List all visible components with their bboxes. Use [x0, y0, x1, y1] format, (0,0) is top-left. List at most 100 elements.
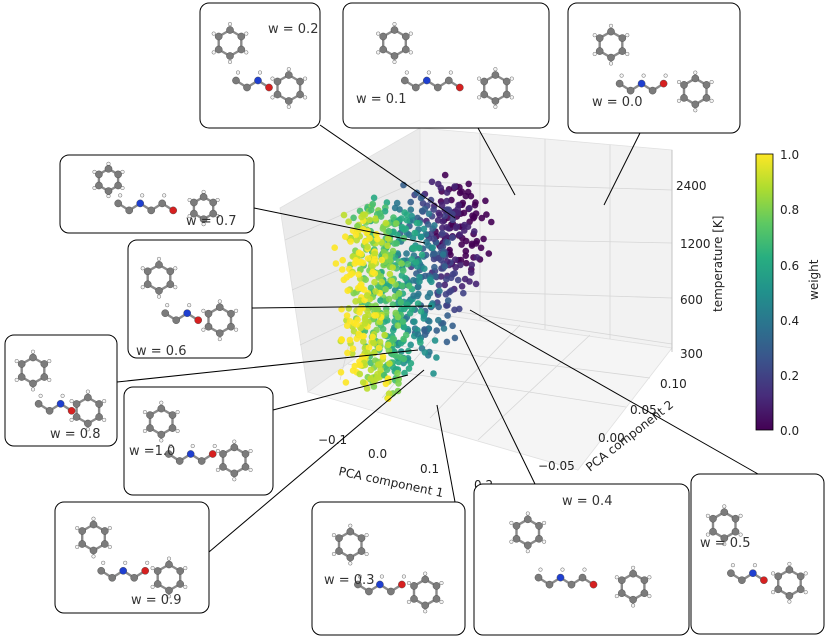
scatter-point: [342, 379, 350, 386]
scatter-point: [395, 290, 403, 297]
atom: [125, 206, 133, 215]
atom: [448, 70, 453, 75]
scatter-point: [416, 273, 423, 281]
colorbar-tick: 0.0: [780, 424, 799, 438]
scatter-point: [388, 277, 396, 285]
scatter-point: [451, 334, 459, 342]
leader-line: [603, 132, 641, 206]
atom: [211, 50, 216, 55]
atom: [84, 419, 92, 428]
atom: [153, 580, 162, 588]
scatter-point: [413, 219, 421, 227]
scatter-point: [458, 188, 466, 195]
atom: [161, 309, 169, 318]
atom: [609, 61, 614, 66]
atom: [146, 424, 154, 432]
scatter-point: [444, 297, 452, 304]
atom: [421, 575, 430, 584]
scatter-point: [346, 336, 354, 344]
atom: [346, 553, 355, 562]
atom: [410, 582, 418, 590]
atom: [142, 429, 147, 434]
atom: [209, 198, 217, 207]
atom: [95, 181, 103, 190]
atom: [157, 430, 166, 439]
leader-line: [253, 207, 426, 244]
atom: [38, 393, 43, 398]
atom: [421, 601, 430, 610]
atom: [534, 573, 543, 582]
atom: [480, 90, 489, 99]
atom: [677, 79, 682, 84]
atom: [303, 76, 308, 81]
annotation-frame: [123, 386, 274, 496]
scatter-point: [382, 219, 390, 227]
scatter-point: [468, 261, 476, 269]
atom: [631, 603, 636, 608]
scatter-point: [430, 370, 437, 377]
atom: [169, 206, 177, 215]
scatter-point: [392, 309, 400, 317]
scatter-point: [378, 256, 386, 264]
scatter-point: [364, 255, 372, 262]
scatter-point: [369, 333, 377, 341]
atom: [47, 377, 52, 382]
atom: [104, 164, 113, 173]
atom: [796, 572, 805, 581]
atom: [803, 590, 808, 595]
atom: [156, 294, 161, 299]
atom: [29, 353, 37, 362]
atom: [625, 33, 630, 38]
scatter-point: [351, 362, 359, 370]
scatter-point: [461, 275, 469, 283]
scatter-point: [431, 337, 439, 344]
atom: [101, 560, 106, 565]
scatter-point: [429, 244, 437, 251]
atom: [173, 285, 178, 290]
atom: [709, 514, 717, 523]
atom: [215, 449, 220, 454]
atom: [738, 576, 746, 585]
atom: [162, 193, 167, 198]
atom: [40, 360, 49, 368]
atom: [190, 198, 198, 207]
atom: [75, 544, 80, 549]
scatter-point: [416, 244, 423, 252]
atom: [618, 34, 627, 42]
scatter-point: [364, 243, 371, 250]
scatter-point: [359, 353, 366, 361]
atom: [78, 540, 86, 548]
atom: [183, 309, 191, 318]
atom: [17, 373, 26, 381]
atom: [165, 586, 173, 595]
z-tick-label: 1200: [680, 237, 711, 251]
atom: [727, 569, 735, 578]
atom: [199, 193, 208, 201]
scatter-point: [371, 250, 379, 258]
scatter-point: [473, 253, 481, 261]
atom: [702, 81, 711, 89]
atom: [226, 52, 234, 60]
atom: [618, 589, 626, 598]
scatter-point: [406, 310, 414, 317]
scatter-point: [352, 231, 360, 239]
atom: [176, 567, 184, 575]
scatter-point: [385, 295, 393, 303]
atom: [512, 522, 521, 530]
atom: [186, 450, 195, 458]
molecule-annotation-box: w = 0.5: [690, 473, 825, 635]
atom: [648, 86, 657, 95]
scatter-point: [367, 284, 375, 292]
scatter-point: [443, 302, 450, 309]
scatter-point: [444, 239, 452, 246]
atom: [204, 322, 213, 331]
atom: [47, 359, 52, 364]
scatter-point: [369, 338, 377, 346]
atom: [392, 22, 397, 27]
atom: [130, 574, 138, 582]
annotation-frame: [127, 239, 253, 359]
atom: [691, 74, 700, 83]
x-axis: −0.1 0.0 0.1 0.2 PCA component 1: [318, 433, 493, 500]
scatter-point: [443, 197, 451, 205]
atom: [232, 477, 237, 482]
